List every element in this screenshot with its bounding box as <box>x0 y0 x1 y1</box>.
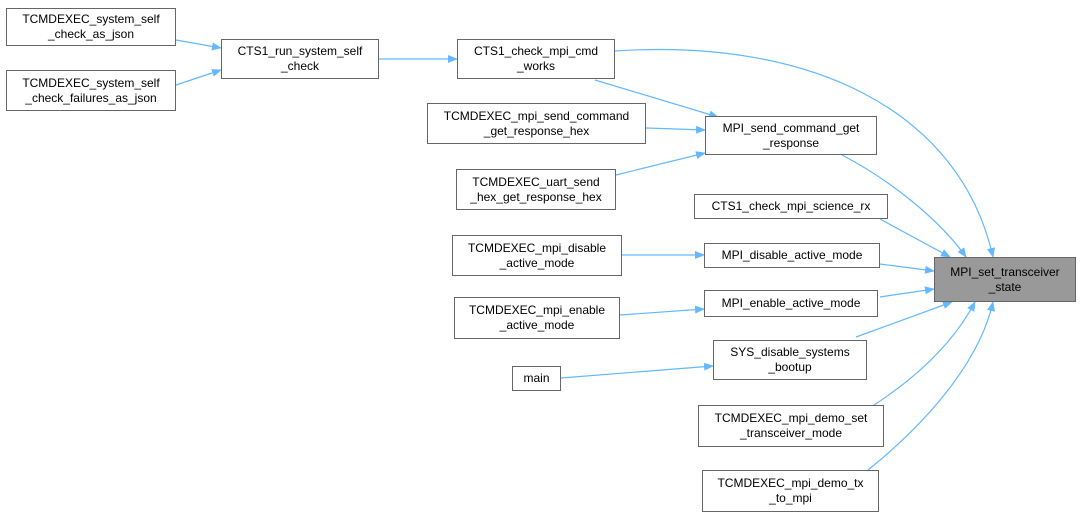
node-tcmdexec-mpi-demo-set-transceiver-mode[interactable]: TCMDEXEC_mpi_demo_set_transceiver_mode <box>698 405 884 447</box>
node-tcmdexec-mpi-demo-tx-to-mpi[interactable]: TCMDEXEC_mpi_demo_tx_to_mpi <box>702 470 879 512</box>
node-label-line2: _active_mode <box>499 255 575 270</box>
node-label-line1: SYS_disable_systems <box>730 345 850 359</box>
node-label-line2: _response <box>762 135 820 150</box>
node-label-line2: _works <box>516 59 555 73</box>
edge-n12-n13 <box>619 305 705 316</box>
node-label-line2: _check_failures_as_json <box>25 90 157 105</box>
node-tcmdexec-mpi-send-command-get-response-hex[interactable]: TCMDEXEC_mpi_send_command_get_response_h… <box>427 103 646 144</box>
node-cts1-check-mpi-science-rx[interactable]: CTS1_check_mpi_science_rx <box>694 194 888 219</box>
edge-n4-n11 <box>614 48 995 258</box>
node-label-line1: TCMDEXEC_mpi_demo_set <box>714 411 868 425</box>
node-label-line2: _state <box>988 279 1022 294</box>
edge-n15-n14 <box>560 362 714 379</box>
edge-n5-n6 <box>645 125 706 134</box>
edge-n17-n11 <box>867 301 995 471</box>
node-label-line2: _active_mode <box>499 318 575 332</box>
edge-n14-n11 <box>855 301 953 338</box>
edge-n6-n11 <box>841 154 967 258</box>
edge-n2-n3 <box>175 69 222 86</box>
node-mpi-send-command-get-response[interactable]: MPI_send_command_get_response <box>705 116 877 155</box>
node-label-line2: _to_mpi <box>769 491 812 505</box>
edge-n4-n6 <box>594 79 719 119</box>
node-tcmdexec-uart-send-hex-get-response-hex[interactable]: TCMDEXEC_uart_send_hex_get_response_hex <box>456 169 616 210</box>
node-label-line2: _check <box>280 59 320 73</box>
node-label-line1: TCMDEXEC_mpi_demo_tx <box>717 476 864 490</box>
node-label-line2: _bootup <box>768 360 812 374</box>
node-label-line1: main <box>523 371 550 385</box>
edge-n10-n11 <box>879 263 935 274</box>
node-sys-disable-systems-bootup[interactable]: SYS_disable_systems_bootup <box>713 340 867 380</box>
node-main[interactable]: main <box>512 366 561 391</box>
node-label-line1: CTS1_run_system_self <box>237 44 363 58</box>
edge-n16-n11 <box>873 301 976 406</box>
node-label-line1: MPI_send_command_get <box>722 120 860 135</box>
node-label-line1: TCMDEXEC_mpi_send_command <box>443 108 630 123</box>
node-label-line2: _hex_get_response_hex <box>470 189 602 204</box>
edge-n7-n6 <box>615 151 706 176</box>
node-cts1-check-mpi-cmd-works[interactable]: CTS1_check_mpi_cmd_works <box>457 39 615 79</box>
node-label-line1: MPI_enable_active_mode <box>721 296 861 310</box>
node-label-line1: CTS1_check_mpi_science_rx <box>711 199 871 213</box>
node-label-line2: _check_as_json <box>47 27 135 41</box>
node-label-line1: CTS1_check_mpi_cmd <box>473 44 599 58</box>
node-tcmdexec-system-self-check-as-json[interactable]: TCMDEXEC_system_self_check_as_json <box>6 8 176 46</box>
node-mpi-disable-active-mode[interactable]: MPI_disable_active_mode <box>704 243 880 268</box>
node-label-line1: TCMDEXEC_uart_send <box>472 174 600 189</box>
node-cts1-run-system-self-check[interactable]: CTS1_run_system_self_check <box>221 39 379 79</box>
node-tcmdexec-mpi-disable-active-mode[interactable]: TCMDEXEC_mpi_disable_active_mode <box>452 235 622 276</box>
node-label-line1: TCMDEXEC_system_self <box>22 12 160 26</box>
node-label-line2: _get_response_hex <box>483 123 590 138</box>
edge-n1-n3 <box>175 39 222 51</box>
node-tcmdexec-system-self-check-failures-as-json[interactable]: TCMDEXEC_system_self_check_failures_as_j… <box>6 70 176 111</box>
node-label-line1: MPI_disable_active_mode <box>721 248 863 262</box>
node-label-line1: TCMDEXEC_mpi_enable <box>468 303 606 317</box>
node-label-line1: TCMDEXEC_mpi_disable <box>467 240 607 255</box>
node-label-line1: TCMDEXEC_system_self <box>22 75 160 90</box>
node-mpi-set-transceiver-state: MPI_set_transceiver_state <box>934 257 1076 302</box>
edge-n13-n11 <box>879 286 935 298</box>
node-mpi-enable-active-mode[interactable]: MPI_enable_active_mode <box>704 290 878 317</box>
node-label-line2: _transceiver_mode <box>739 426 843 440</box>
node-label-line1: MPI_set_transceiver <box>950 264 1060 279</box>
edge-n8-n11 <box>879 218 951 258</box>
node-tcmdexec-mpi-enable-active-mode[interactable]: TCMDEXEC_mpi_enable_active_mode <box>454 297 620 339</box>
